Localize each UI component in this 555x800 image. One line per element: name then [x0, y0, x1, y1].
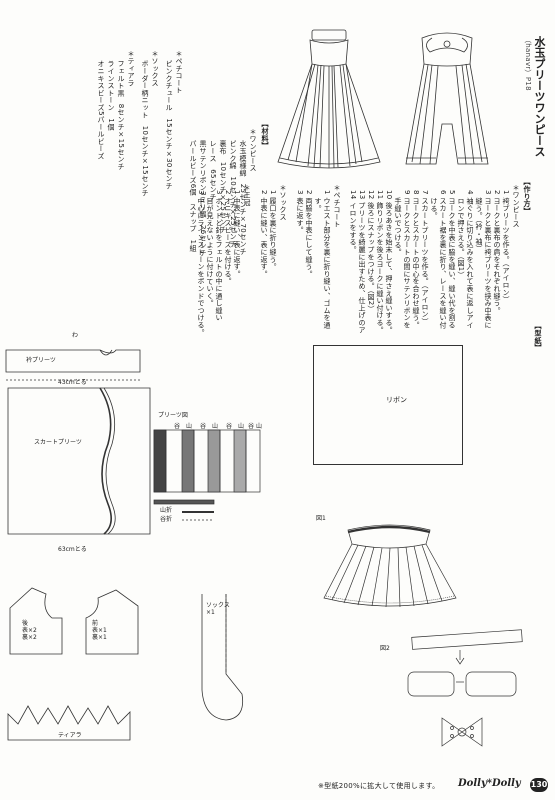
howto-step: 1 ウエスト部分を裏に折り縫い、ゴムを通 — [323, 190, 331, 329]
howto-step: 1 履口を裏に折り縫う。 — [269, 190, 277, 271]
howto-heading: 【作り方】 — [523, 178, 531, 215]
material-item: 水玉模様綿 25センチ×70センチ — [239, 140, 247, 255]
howto-step: す。 — [314, 190, 322, 212]
ribbon-label: リボン — [386, 396, 407, 404]
howto-petticoat-heading: ＊ペチコート — [333, 184, 341, 228]
howto-step: 目が見えないように付けていく。 — [206, 190, 214, 307]
pleat-label: 谷 — [248, 423, 255, 430]
howto-step: 5 ヨークを中表に脇を縫い、縫い代を割る — [448, 190, 456, 329]
howto-step: 14 イロンをする。 — [349, 190, 357, 254]
howto-step: 縫う。（衿・袖） — [475, 190, 483, 253]
howto-socks-heading: ＊ソックス — [279, 184, 287, 221]
howto-block: 【作り方】 ＊ワンピース 1 袴プリーツを作る。（アイロン） 2 ヨークと裏布の… — [120, 178, 531, 336]
howto-onepiece-heading: ＊ワンピース — [512, 184, 520, 228]
skirt-pleat-pattern — [7, 387, 151, 535]
material-item: レース 65センチ — [209, 140, 217, 201]
howto-step: 4 袖ぐりに切り込みを入れて表に返しアイ — [466, 190, 474, 329]
howto-step: 3 ヨークと裏布に袴プリーツを挟み中表に — [484, 190, 492, 329]
howto-step: 手縫いでつける。 — [394, 190, 402, 256]
page-number: 130 — [530, 778, 548, 792]
material-item: 裏布 10センチ×25センチ — [219, 140, 227, 234]
skirt-pleat-label: スカートプリーツ — [34, 439, 82, 446]
pleat-fig-label: プリーツ図 — [158, 412, 188, 419]
fig1-label: 図1 — [316, 515, 326, 522]
materials-onepiece-heading: ＊ワンピース — [249, 128, 257, 172]
howto-step: 9 ヨークとスカートの間にサテンリボンを — [403, 190, 411, 329]
tiara-label: ティアラ — [58, 732, 82, 739]
material-item: ピンク綿 10センチ×25センチ — [229, 140, 237, 248]
pleat-label: 山 — [256, 423, 263, 430]
fig1-skirt-illustration — [323, 524, 457, 608]
brand-logo: Dolly*Dolly — [458, 778, 521, 789]
tiara-pattern — [7, 705, 131, 741]
howto-step: 1 袴プリーツを作る。（アイロン） — [502, 190, 510, 304]
footer-note: ※型紙200%に拡大して使用します。 — [318, 782, 440, 790]
material-item: ピンクチュール 15センチ×30センチ — [165, 60, 173, 190]
material-item: パールビーズ6個 スナップ 1組 — [189, 140, 197, 252]
collar-pleat-label: 衿プリーツ — [26, 357, 56, 364]
pleat-label: 谷 — [226, 423, 233, 430]
material-item: 黒サテンリボン3ミリ幅 26センチ — [199, 140, 207, 257]
howto-step: 7 スカートプリーツを作る。（アイロン） — [421, 190, 429, 326]
howto-step: 2 中表に縫い、表に返す。 — [260, 190, 268, 278]
mountain-fold-label: 山折 — [160, 507, 173, 514]
material-item: オニキスビーズ5パールビーズ — [97, 60, 105, 160]
valley-fold-label: 谷折 — [160, 516, 173, 523]
howto-step: 13 プリーツを綺麗に出すため、仕上げのア — [358, 190, 366, 334]
pleat-label: 山 — [212, 423, 219, 430]
howto-step: 3 表に返す。 — [296, 190, 304, 234]
credit: （hanavr）P18 — [524, 36, 532, 91]
bodice-pattern — [9, 587, 139, 655]
materials-heading: 【材料】 — [261, 120, 269, 150]
howto-tiara-heading: ＊王冠 — [243, 184, 251, 206]
howto-step: 2 両脇を中表にして縫う。 — [305, 190, 313, 278]
materials-tiara-heading: ＊ティアラ — [127, 50, 135, 87]
materials-petticoat-heading: ＊ペチコート — [175, 50, 183, 94]
howto-step: 11 飾りリボンを後ろヨークに縫い付ける。 — [376, 190, 384, 334]
howto-step: ける。 — [430, 190, 438, 220]
howto-step: 3 ボンドと針をフェルトの中に通し縫い — [215, 190, 223, 322]
materials-socks-heading: ＊ソックス — [151, 50, 159, 87]
pattern-heading: 【型紙】 — [534, 322, 542, 352]
front-label: 前 表×1 裏×1 — [92, 620, 107, 642]
howto-step: ロンで押さえる。（図1） — [457, 190, 465, 279]
fig2-label: 図2 — [380, 645, 390, 652]
collar-pleat-pattern — [5, 349, 141, 381]
socks-label: ソックス ×1 — [206, 602, 230, 617]
collar-length-label: 43cmとる — [58, 379, 87, 386]
howto-step: 10 後ろあきを始末して、押さえ縫いする。 — [385, 190, 393, 334]
pleat-label: 山 — [186, 423, 193, 430]
pleat-diagram — [153, 429, 261, 521]
howto-step: 2 ヨークと裏布の肩をそれぞれ縫う。 — [493, 190, 501, 315]
page-title: 水玉プリーツワンピース — [533, 36, 546, 157]
material-item: ラインストーン 1個 — [107, 60, 115, 131]
skirt-length-label: 63cmとる — [58, 546, 87, 553]
pleat-label: 谷 — [174, 423, 181, 430]
dress-illustration-back — [405, 32, 489, 165]
materials-block: 【材料】 ＊ワンピース 水玉模様綿 25センチ×70センチ ピンク綿 10センチ… — [50, 28, 270, 256]
back-label: 後 表×2 裏×2 — [22, 620, 37, 642]
dress-illustration-front — [277, 29, 381, 169]
howto-step: 6 スカート裾を裏に折り、レースを縫い付 — [439, 190, 447, 329]
wa-label: わ — [72, 332, 79, 339]
howto-step: 1 中表に縫い、表に返す。 — [233, 190, 241, 278]
ribbon-pattern — [313, 345, 463, 465]
socks-pattern — [201, 594, 244, 721]
material-item: フェルト黒 8センチ×15センチ — [117, 60, 125, 171]
howto-step: 3 中心にラインストーンをボンドでつける。 — [197, 190, 205, 336]
pleat-label: 谷 — [200, 423, 207, 430]
material-item: ボーダー柄ニット 10センチ×15センチ — [141, 60, 149, 197]
howto-step: 2 オニキスビーズを付ける。 — [224, 190, 232, 285]
pleat-label: 山 — [238, 423, 245, 430]
howto-step: 12 後ろにスナップをつける。（図2） — [367, 190, 375, 313]
howto-step: 8 ヨークとスカートの中心を合わせ縫う。 — [412, 190, 420, 329]
fig2-bow-illustration — [407, 629, 523, 747]
